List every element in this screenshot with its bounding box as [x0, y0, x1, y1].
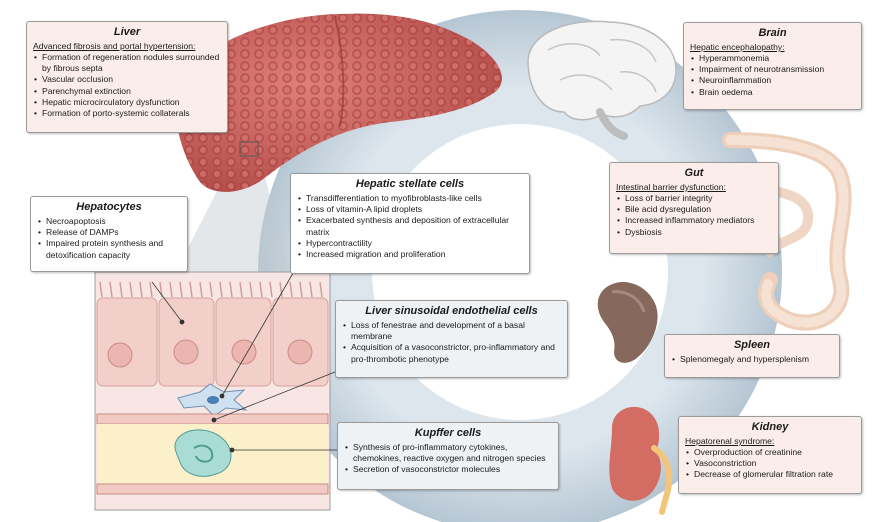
list-item: Synthesis of pro-inflammatory cytokines,… — [345, 442, 552, 464]
list-item: Vascular occlusion — [34, 74, 221, 85]
list-item: Impairment of neurotransmission — [691, 64, 855, 75]
kupffer-title: Kupffer cells — [414, 427, 482, 439]
list-item: Loss of vitamin-A lipid droplets — [298, 204, 523, 215]
brain-list: Hyperammonemia Impairment of neurotransm… — [690, 53, 855, 98]
list-item: Neuroinflammation — [691, 75, 855, 86]
spleen-illustration — [597, 281, 658, 363]
list-item: Hypercontractility — [298, 238, 523, 249]
lsec-panel: Liver sinusoidal endothelial cells Loss … — [335, 300, 568, 378]
list-item: Exacerbated synthesis and deposition of … — [298, 215, 523, 237]
list-item: Transdifferentiation to myofibroblasts-l… — [298, 193, 523, 204]
brain-subtitle: Hepatic encephalopathy: — [690, 42, 785, 52]
lsec-list: Loss of fenestrae and development of a b… — [342, 320, 561, 365]
leader-lines — [151, 267, 341, 453]
liver-illustration — [174, 13, 502, 192]
liver-title: Liver — [113, 26, 141, 38]
lsec-title: Liver sinusoidal endothelial cells — [365, 305, 538, 317]
list-item: Hyperammonemia — [691, 53, 855, 64]
liver-panel: Liver Advanced fibrosis and portal hyper… — [26, 21, 228, 133]
gut-illustration — [722, 132, 852, 331]
list-item: Formation of porto-systemic collaterals — [34, 108, 221, 119]
list-item: Release of DAMPs — [38, 227, 181, 238]
hepatocytes-list: Necroapoptosis Release of DAMPs Impaired… — [37, 216, 181, 261]
tissue-panel — [94, 271, 331, 511]
list-item: Formation of regeneration nodules surrou… — [34, 52, 221, 74]
kidney-list: Overproduction of creatinine Vasoconstri… — [685, 447, 855, 481]
list-item: Splenomegaly and hypersplenism — [672, 354, 833, 365]
spleen-title: Spleen — [733, 339, 771, 351]
list-item: Secretion of vasoconstrictor molecules — [345, 464, 552, 475]
kidney-title: Kidney — [751, 421, 789, 433]
stellate-list: Transdifferentiation to myofibroblasts-l… — [297, 193, 523, 260]
brain-title: Brain — [758, 27, 787, 39]
brain-illustration — [527, 20, 677, 140]
kupffer-panel: Kupffer cells Synthesis of pro-inflammat… — [337, 422, 559, 490]
list-item: Increased migration and proliferation — [298, 249, 523, 260]
gut-subtitle: Intestinal barrier dysfunction: — [616, 182, 726, 192]
list-item: Parenchymal extinction — [34, 86, 221, 97]
kidney-illustration — [609, 406, 673, 515]
hepatocytes-title: Hepatocytes — [76, 201, 142, 213]
list-item: Acquisition of a vasoconstrictor, pro-in… — [343, 342, 561, 364]
kidney-panel: Kidney Hepatorenal syndrome: Overproduct… — [678, 416, 862, 494]
list-item: Overproduction of creatinine — [686, 447, 855, 458]
list-item: Loss of fenestrae and development of a b… — [343, 320, 561, 342]
list-item: Dysbiosis — [617, 227, 772, 238]
stellate-title: Hepatic stellate cells — [355, 178, 465, 190]
list-item: Bile acid dysregulation — [617, 204, 772, 215]
stellate-panel: Hepatic stellate cells Transdifferentiat… — [290, 173, 530, 274]
kidney-subtitle: Hepatorenal syndrome: — [685, 436, 775, 446]
list-item: Brain oedema — [691, 87, 855, 98]
gut-panel: Gut Intestinal barrier dysfunction: Loss… — [609, 162, 779, 254]
hepatocytes-panel: Hepatocytes Necroapoptosis Release of DA… — [30, 196, 188, 272]
gut-list: Loss of barrier integrity Bile acid dysr… — [616, 193, 772, 238]
spleen-panel: Spleen Splenomegaly and hypersplenism — [664, 334, 840, 378]
brain-panel: Brain Hepatic encephalopathy: Hyperammon… — [683, 22, 862, 110]
gut-title: Gut — [684, 167, 704, 179]
kupffer-list: Synthesis of pro-inflammatory cytokines,… — [344, 442, 552, 476]
liver-subtitle: Advanced fibrosis and portal hypertensio… — [33, 41, 196, 51]
list-item: Necroapoptosis — [38, 216, 181, 227]
liver-list: Formation of regeneration nodules surrou… — [33, 52, 221, 119]
list-item: Increased inflammatory mediators — [617, 215, 772, 226]
spleen-list: Splenomegaly and hypersplenism — [671, 354, 833, 365]
list-item: Decrease of glomerular filtration rate — [686, 469, 855, 480]
list-item: Loss of barrier integrity — [617, 193, 772, 204]
list-item: Vasoconstriction — [686, 458, 855, 469]
list-item: Impaired protein synthesis and detoxific… — [38, 238, 181, 260]
list-item: Hepatic microcirculatory dysfunction — [34, 97, 221, 108]
